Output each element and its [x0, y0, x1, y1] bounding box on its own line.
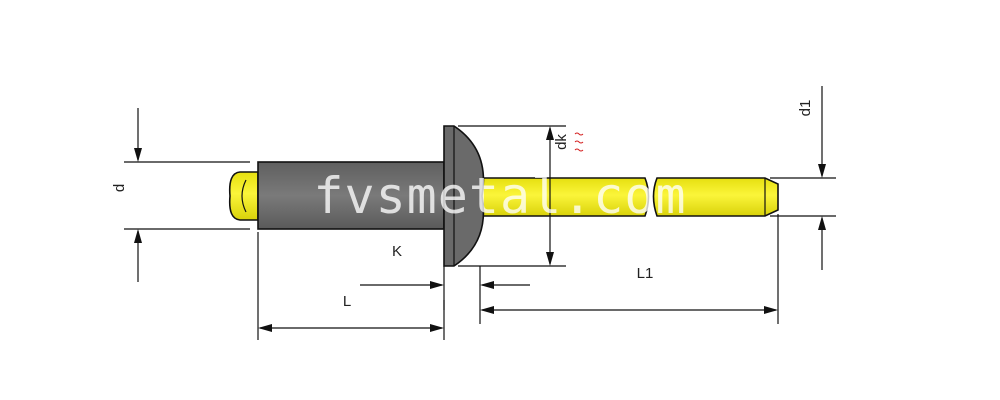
label-k: K [392, 243, 402, 260]
rivet-shank [257, 161, 445, 230]
mandrel-stem-left [469, 177, 650, 217]
label-d1: d1 [797, 100, 814, 117]
dimension-d1: d1 [770, 86, 836, 270]
watermark: fvsmetal.com [313, 167, 686, 225]
label-d: d [111, 184, 128, 192]
label-l: L [343, 293, 351, 310]
mandrel-stem-right [652, 177, 779, 217]
dk-squiggle [574, 132, 584, 152]
mandrel-head-groove [241, 179, 247, 213]
mandrel [469, 177, 779, 217]
dimension-dk: dk [458, 125, 584, 267]
label-dk: dk [553, 134, 570, 150]
dimension-l: L [257, 232, 445, 340]
dimension-l1: L1 [479, 214, 779, 324]
label-l1: L1 [637, 265, 654, 282]
mandrel-head [228, 171, 259, 221]
dimension-k: K [360, 243, 530, 310]
dimension-d: d [111, 108, 250, 282]
